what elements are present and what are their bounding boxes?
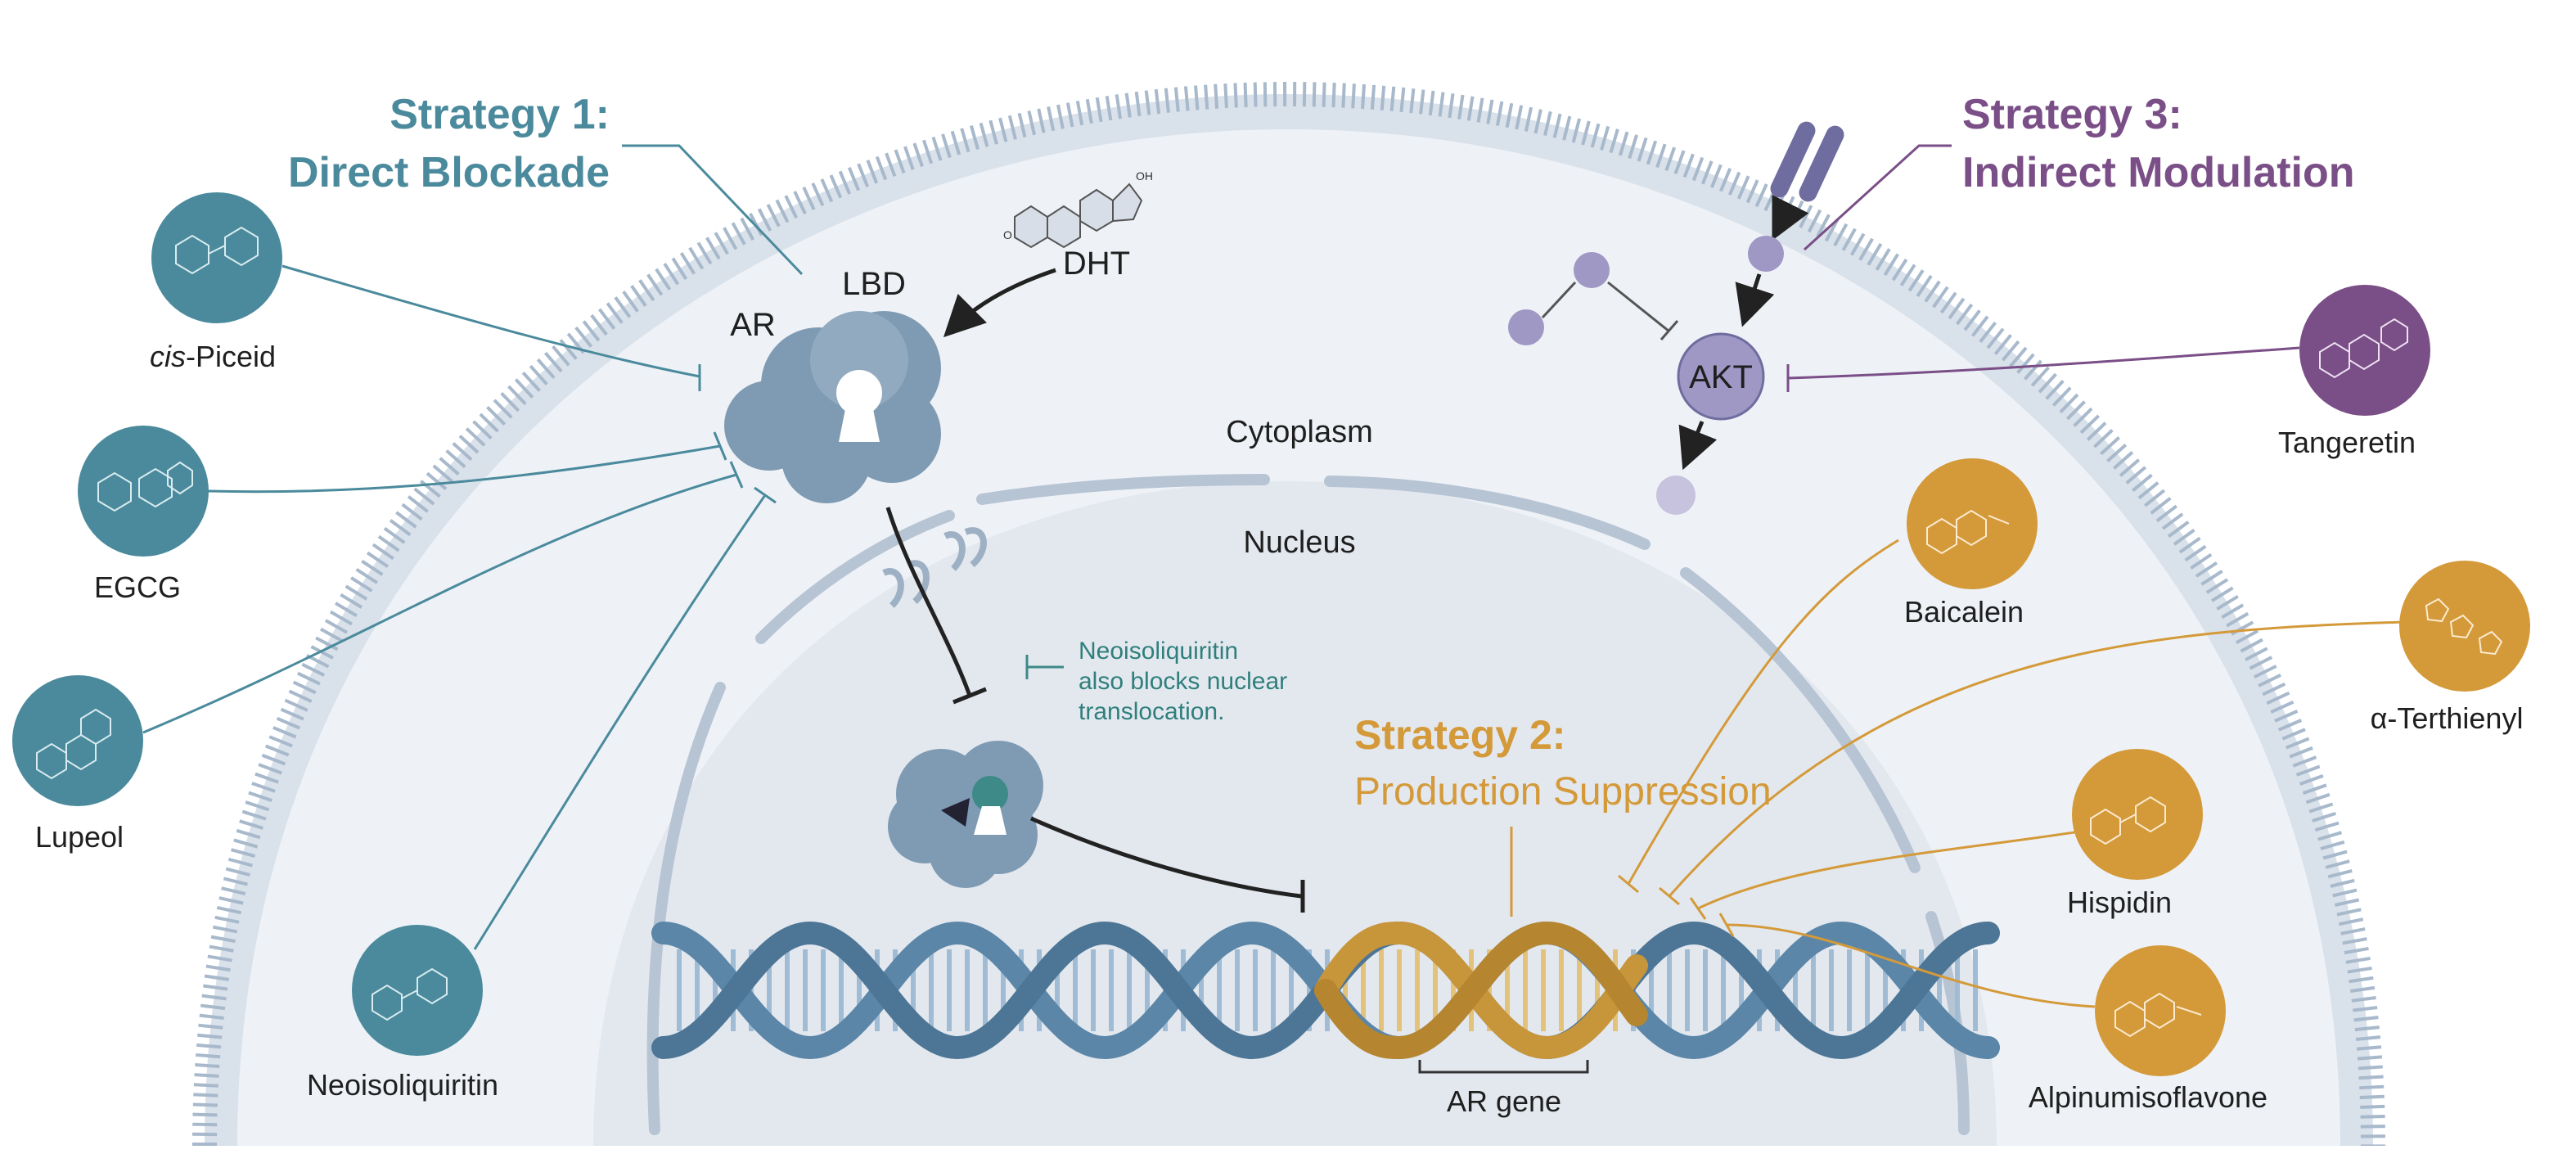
akt-label: AKT (1689, 359, 1753, 395)
cis-piceid-prefix: cis (150, 340, 186, 373)
svg-text:O: O (1003, 228, 1012, 241)
tangeretin-molecule-icon (2299, 285, 2430, 416)
signal-to-akt-arrow (1735, 273, 1775, 327)
membrane-receptor-icon (1770, 121, 1844, 202)
nucleus (593, 474, 1997, 1146)
strategy2-title-line2: Production Suppression (1354, 770, 1772, 814)
ar-to-gene-line (1029, 816, 1302, 899)
strategy3-leader-line (1803, 144, 1952, 251)
ar-gene-label: AR gene (1447, 1084, 1561, 1118)
dht-molecule-icon: O OH (1003, 169, 1153, 249)
upstream-node-b-icon (1508, 309, 1544, 345)
note-inhibit-mark (1025, 655, 1064, 679)
translocation-inhibit-bar (952, 687, 987, 705)
neoisoliquiritin-label: Neoisoliquiritin (307, 1068, 498, 1102)
tangeretin-label: Tangeretin (2278, 426, 2416, 459)
cis-piceid-label: cis-Piceid (150, 340, 276, 373)
strategy2-title-line1: Strategy 2: (1354, 712, 1565, 758)
egcg-label: EGCG (94, 570, 181, 604)
note-line1: Neoisoliquiritin (1079, 638, 1238, 665)
svg-text:OH: OH (1136, 169, 1153, 183)
cytoplasm-label: Cytoplasm (1226, 415, 1373, 449)
lbd-label: LBD (842, 266, 906, 302)
note-line3: translocation. (1079, 698, 1224, 725)
egcg-molecule-icon (78, 426, 209, 557)
alpinumisoflavone-molecule-icon (2095, 945, 2226, 1076)
hispidin-molecule-icon (2072, 749, 2203, 880)
cis-piceid-molecule-icon (151, 192, 282, 323)
upstream-inhibit-line (1607, 281, 1670, 333)
strategy1-leader-line (622, 144, 804, 276)
translocation-line (885, 507, 972, 696)
terthienyl-label: α-Terthienyl (2371, 701, 2524, 735)
dna-helix (651, 921, 2000, 1060)
note-line2: also blocks nuclear (1079, 668, 1287, 695)
alpinumisoflavone-label: Alpinumisoflavone (2029, 1080, 2268, 1114)
akt-node-icon (1677, 332, 1765, 421)
receptor-arrow (1772, 195, 1809, 241)
strategy3-title-line2: Indirect Modulation (1962, 149, 2355, 196)
androgen-receptor-icon (724, 311, 941, 503)
lupeol-molecule-icon (12, 675, 143, 806)
translocated-ar-icon (888, 741, 1043, 888)
baicalein-label: Baicalein (1904, 595, 2024, 629)
dht-binding-arrow (943, 268, 1056, 338)
strategy1-title-line1: Strategy 1: (390, 91, 610, 138)
akt-downstream-arrow (1678, 421, 1718, 471)
cis-piceid-suffix: -Piceid (186, 340, 276, 373)
upstream-inhibit-bar (1660, 320, 1679, 340)
hispidin-label: Hispidin (2067, 886, 2172, 919)
strategy3-title-line1: Strategy 3: (1962, 91, 2182, 138)
downstream-node-icon (1656, 476, 1696, 515)
ar-gene-bracket (1418, 1060, 1589, 1074)
terthienyl-molecule-icon (2399, 561, 2530, 692)
lupeol-label: Lupeol (35, 820, 124, 854)
dht-label: DHT (1063, 246, 1130, 282)
ar-label: AR (730, 307, 776, 343)
signal-node-icon (1748, 236, 1784, 272)
baicalein-molecule-icon (1907, 458, 2038, 589)
inhibition-lines (142, 264, 2407, 1008)
upstream-node-a-icon (1574, 252, 1610, 288)
nucleus-label: Nucleus (1243, 525, 1355, 560)
strategy1-title-line2: Direct Blockade (288, 149, 610, 196)
neoisoliquiritin-molecule-icon (352, 925, 483, 1056)
upstream-link (1541, 281, 1577, 319)
